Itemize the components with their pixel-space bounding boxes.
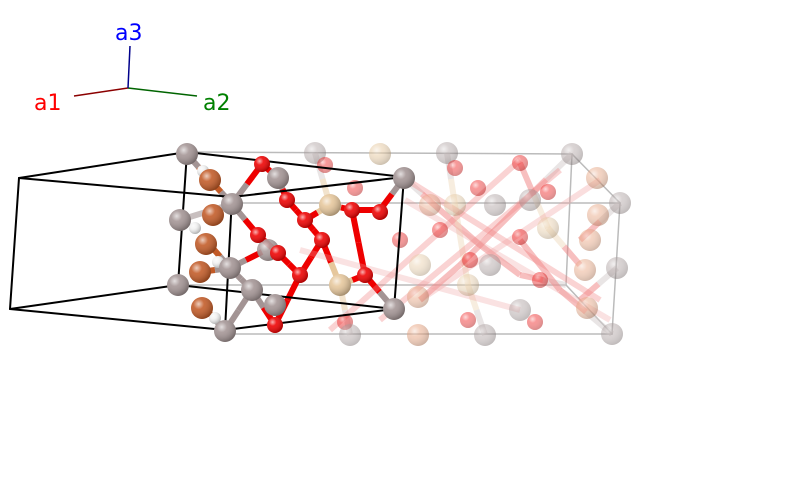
atom-o[interactable] [532,272,548,288]
atom-m[interactable] [339,324,361,346]
atom-p[interactable] [319,194,341,216]
atom-p[interactable] [407,286,429,308]
supercell-edge [565,153,573,286]
atom-m[interactable] [474,324,496,346]
axis-a3-line [127,45,131,89]
atom-o[interactable] [250,227,266,243]
atom-p[interactable] [457,274,479,296]
atom-o[interactable] [279,192,295,208]
atom-o[interactable] [267,317,283,333]
atom-m[interactable] [509,299,531,321]
atom-h[interactable] [189,222,201,234]
atom-m[interactable] [267,167,289,189]
atom-o[interactable] [512,155,528,171]
atom-m[interactable] [561,143,583,165]
atom-m[interactable] [167,274,189,296]
bond [458,225,482,248]
atom-p[interactable] [369,143,391,165]
atom-o[interactable] [540,184,556,200]
axis-a3-label: a3 [115,21,142,46]
bond [561,244,583,267]
atom-p[interactable] [444,194,466,216]
atom-cu[interactable] [189,261,211,283]
atom-o[interactable] [447,160,463,176]
atom-o[interactable] [470,180,486,196]
unit-cell-edge [186,151,405,178]
atom-m[interactable] [606,257,628,279]
atom-p[interactable] [409,254,431,276]
atom-m[interactable] [519,189,541,211]
atom-o[interactable] [270,245,286,261]
unit-cell-edge [18,177,233,198]
atom-o[interactable] [512,229,528,245]
atom-o[interactable] [292,267,308,283]
unit-cell-edge [177,284,395,310]
atom-p[interactable] [419,194,441,216]
atom-m[interactable] [264,294,286,316]
atom-layer-back [257,142,631,346]
atom-p[interactable] [586,167,608,189]
bond [500,236,602,303]
unit-cell-edge [9,177,20,310]
atom-o[interactable] [357,267,373,283]
atom-cu[interactable] [195,233,217,255]
bond [537,263,563,292]
atom-o[interactable] [462,252,478,268]
bond [578,281,601,303]
atom-o[interactable] [527,314,543,330]
atom-cu[interactable] [202,204,224,226]
bond [299,247,411,283]
atom-o[interactable] [372,204,388,220]
unit-cell-edge [9,284,179,310]
atom-m[interactable] [383,298,405,320]
atom-o[interactable] [317,157,333,173]
unit-cell-edge [224,308,395,331]
axis-a2-label: a2 [203,91,230,116]
unit-cell-edge [231,176,405,198]
axis-a1-line [73,87,129,97]
atom-h[interactable] [209,312,221,324]
atom-m[interactable] [221,193,243,215]
unit-cell-edge [393,176,405,310]
atom-p[interactable] [407,324,429,346]
unit-cell-edge [9,308,226,331]
atom-m[interactable] [479,254,501,276]
atom-m[interactable] [393,167,415,189]
atom-m[interactable] [484,194,506,216]
atom-m[interactable] [609,192,631,214]
atom-m[interactable] [241,279,263,301]
atom-p[interactable] [587,204,609,226]
atom-p[interactable] [574,259,596,281]
atom-m[interactable] [219,257,241,279]
atom-m[interactable] [169,209,191,231]
atom-o[interactable] [254,156,270,172]
bond [438,262,462,285]
atom-o[interactable] [314,232,330,248]
unit-cell-edge [18,151,188,179]
bond [508,177,602,243]
atom-cu[interactable] [199,169,221,191]
atom-m[interactable] [176,143,198,165]
atom-cu[interactable] [191,297,213,319]
atom-m[interactable] [436,142,458,164]
bond [487,202,523,238]
atom-o[interactable] [460,312,476,328]
atom-o[interactable] [297,212,313,228]
bond [418,237,512,303]
bond [498,257,522,278]
atom-m[interactable] [601,323,623,345]
atom-o[interactable] [344,202,360,218]
bond [468,167,562,248]
atom-p[interactable] [576,297,598,319]
atom-p[interactable] [579,229,601,251]
atom-p[interactable] [537,217,559,239]
atom-p[interactable] [329,274,351,296]
axis-a2-line [127,87,198,97]
axes-indicator: a1 a2 a3 [34,21,230,116]
unit-cell-outline [9,151,405,331]
atom-m[interactable] [214,320,236,342]
atom-o[interactable] [432,222,448,238]
atom-layer-front [167,143,415,342]
axis-a1-label: a1 [34,91,61,116]
